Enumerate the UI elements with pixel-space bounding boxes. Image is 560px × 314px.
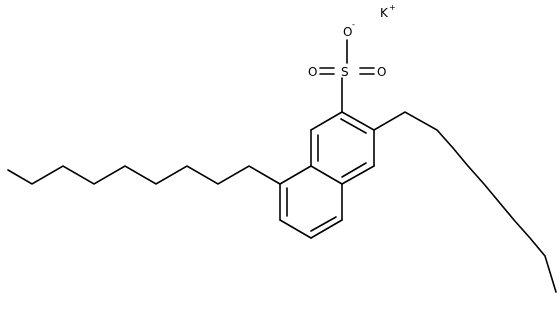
oxygen-top-label: O xyxy=(343,25,352,39)
potassium-counterion: K + xyxy=(380,3,396,20)
octyl-chain-right xyxy=(373,111,557,293)
sulfonate-group: S O - O O xyxy=(308,20,386,113)
bond xyxy=(341,111,375,131)
bond xyxy=(279,165,312,185)
bond xyxy=(341,165,375,185)
oxygen-right-label: O xyxy=(377,65,386,79)
potassium-label: K xyxy=(380,6,389,20)
octyl-chain-left xyxy=(7,165,281,185)
naphthalene-left-ring xyxy=(279,165,343,239)
double-bond-inner xyxy=(341,162,367,178)
double-bond-inner xyxy=(340,118,367,134)
naphthalene-right-ring xyxy=(310,111,375,185)
oxygen-charge: - xyxy=(352,20,355,29)
double-bond-inner xyxy=(310,216,337,232)
bond xyxy=(310,219,343,239)
bond xyxy=(279,219,312,239)
bond xyxy=(310,111,343,131)
bond xyxy=(310,165,343,185)
sulfur-atom-label: S xyxy=(341,65,349,79)
potassium-charge: + xyxy=(389,3,396,12)
oxygen-left-label: O xyxy=(308,65,317,79)
